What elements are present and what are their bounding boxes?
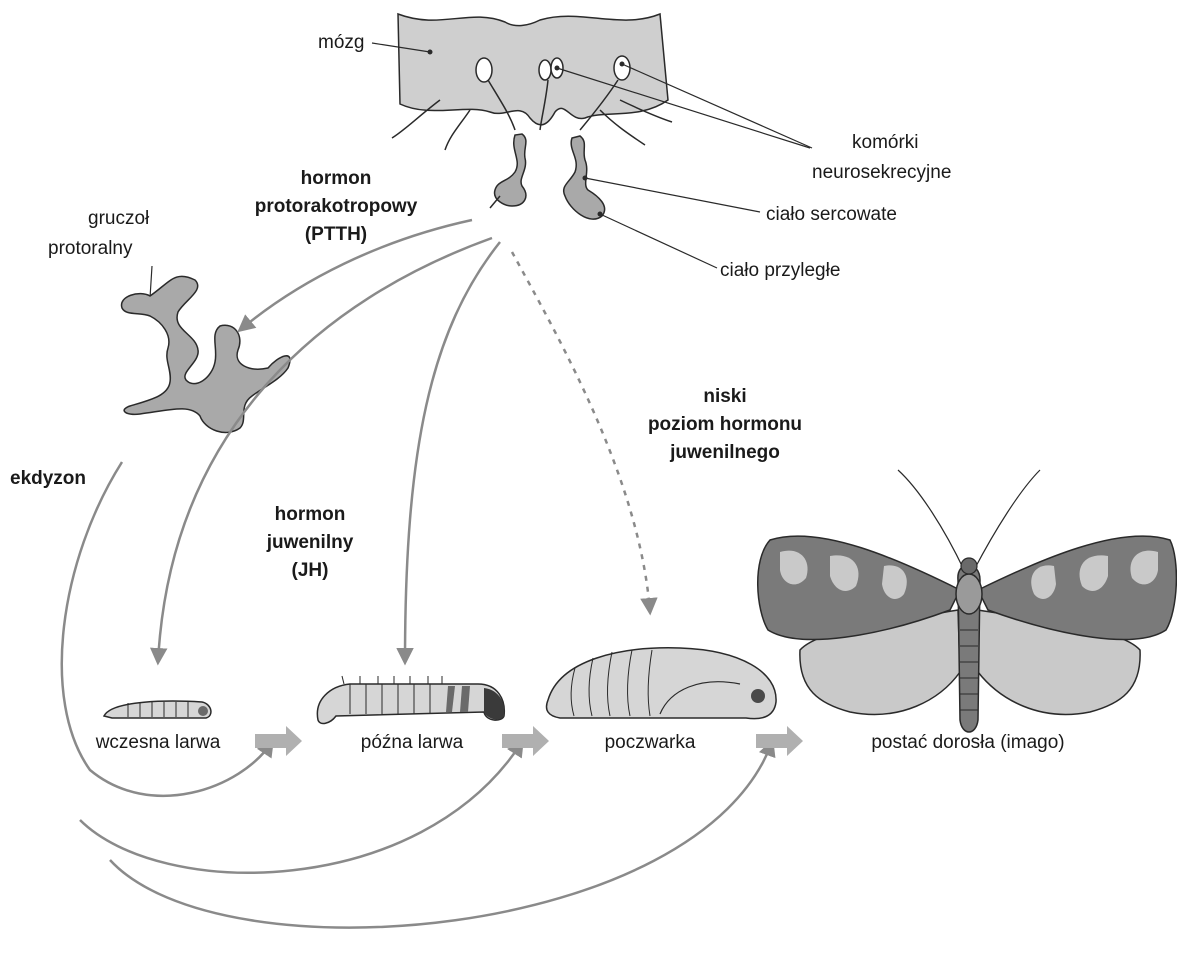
ptth-label-line1: hormon [301, 168, 372, 189]
brain-label: mózg [318, 32, 364, 53]
corpora-allata-label: ciało przyległe [720, 260, 840, 281]
ptth-label-line3: (PTTH) [305, 224, 367, 245]
pupa-label: poczwarka [605, 732, 696, 753]
ecdysone-arrow-2 [80, 742, 522, 873]
low-jh-label-line3: juwenilnego [669, 442, 780, 463]
neurosecretory-label-line1: komórki [852, 132, 919, 153]
jh-arrow-late-larva [405, 242, 500, 662]
jh-label-line3: (JH) [292, 560, 329, 581]
jh-label-line1: hormon [275, 504, 346, 525]
ecdysone-label: ekdyzon [10, 468, 86, 489]
adult-moth-illustration [758, 470, 1177, 732]
ecdysone-arrow-3 [110, 742, 772, 928]
pupa-illustration [547, 648, 777, 719]
corpora-cardiaca-label: ciało sercowate [766, 204, 897, 225]
neurosecretory-label-line2: neurosekrecyjne [812, 162, 951, 183]
low-jh-arrow [512, 252, 650, 612]
early-larva-illustration [104, 701, 211, 718]
early-larva-label: wczesna larwa [95, 732, 221, 753]
transition-arrow-2 [502, 726, 549, 756]
transition-arrow-3 [756, 726, 803, 756]
stage-arrows [255, 726, 803, 756]
prothoracic-gland-label-line2: protoralny [48, 238, 133, 259]
adult-label: postać dorosła (imago) [871, 732, 1064, 753]
late-larva-label: późna larwa [361, 732, 464, 753]
brain-illustration [392, 14, 672, 219]
jh-arrow-early-larva [158, 238, 492, 662]
ptth-label-line2: protorakotropowy [255, 196, 418, 217]
transition-arrow-1 [255, 726, 302, 756]
jh-label-line2: juwenilny [266, 532, 354, 553]
low-jh-label-line2: poziom hormonu [648, 414, 802, 435]
prothoracic-gland-illustration [122, 276, 290, 432]
low-jh-label-line1: niski [703, 386, 746, 407]
late-larva-illustration [317, 676, 504, 723]
prothoracic-gland-label-line1: gruczoł [88, 208, 150, 229]
